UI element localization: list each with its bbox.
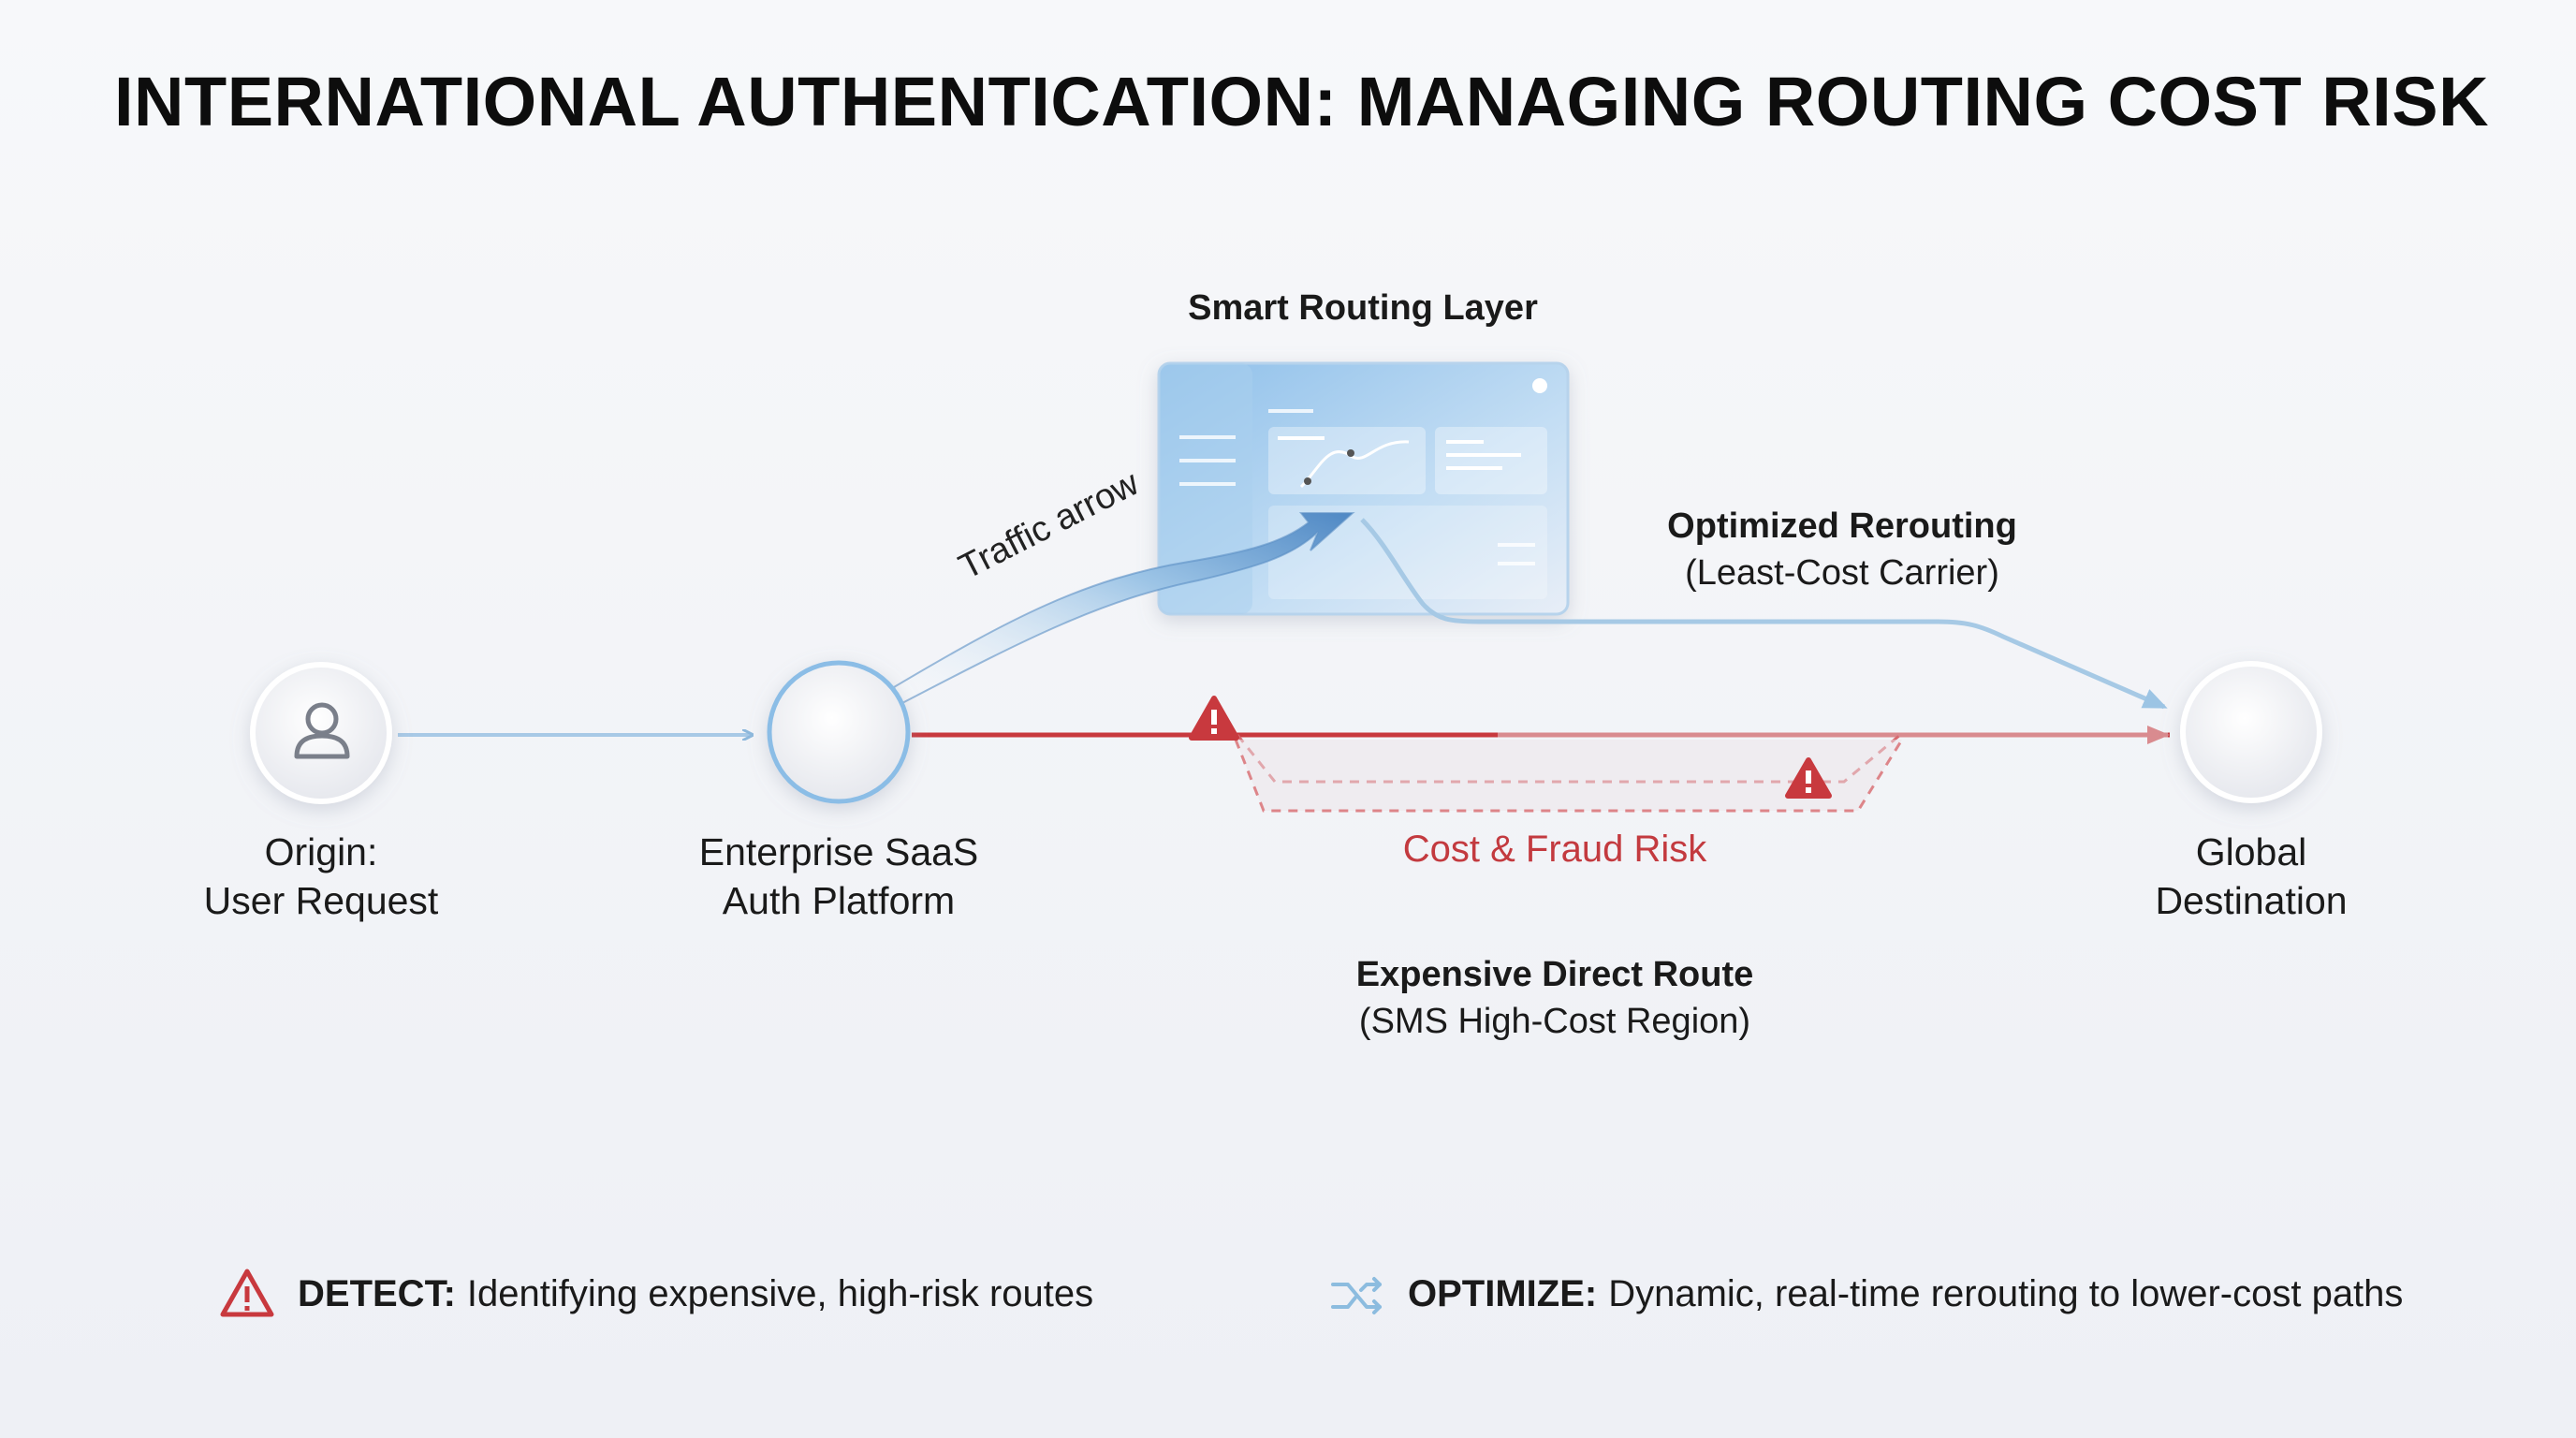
smart-routing-panel [1157,361,1570,616]
warning-icon [1785,757,1832,799]
user-icon [294,702,350,759]
destination-label: Global Destination [2111,828,2392,925]
destination-label-line1: Global [2195,830,2307,873]
platform-node [767,660,911,804]
expensive-route-subtitle: (SMS High-Cost Region) [1358,1002,1751,1041]
smart-routing-label: Smart Routing Layer [1188,288,1538,328]
optimized-rerouting-label: Optimized Rerouting (Least-Cost Carrier) [1608,503,2076,596]
cost-fraud-risk-label: Cost & Fraud Risk [1402,829,1707,870]
origin-label-line1: Origin: [264,830,378,873]
platform-label-line1: Enterprise SaaS [698,830,979,873]
reroute-arrows-icon [1331,1277,1382,1314]
platform-label-line2: Auth Platform [722,879,956,922]
optimized-reroute-path [1360,518,2168,710]
optimized-rerouting-title: Optimized Rerouting [1667,506,2017,546]
legend-detect: DETECT: Identifying expensive, high-risk… [217,1264,1093,1324]
destination-label-line2: Destination [2155,879,2348,922]
legend-optimize: OPTIMIZE: Dynamic, real-time rerouting t… [1327,1264,2403,1324]
platform-label: Enterprise SaaS Auth Platform [670,828,1007,925]
expensive-route-label: Expensive Direct Route (SMS High-Cost Re… [1321,951,1789,1045]
legend-optimize-text: Dynamic, real-time rerouting to lower-co… [1608,1272,2404,1314]
warning-triangle-icon [220,1269,274,1317]
origin-label-line2: User Request [203,879,439,922]
destination-node [2180,661,2322,803]
legend-optimize-key: OPTIMIZE: [1408,1272,1598,1314]
page-title: INTERNATIONAL AUTHENTICATION: MANAGING R… [114,63,2490,140]
origin-label: Origin: User Request [181,828,461,925]
expensive-route-title: Expensive Direct Route [1355,955,1754,994]
legend-detect-text: Identifying expensive, high-risk routes [466,1272,1094,1314]
legend-detect-key: DETECT: [298,1272,456,1314]
risk-zone-shape-outer [1234,739,1904,813]
warning-icon [1189,696,1239,741]
optimized-rerouting-subtitle: (Least-Cost Carrier) [1685,553,1999,593]
traffic-arrow [892,512,1355,706]
